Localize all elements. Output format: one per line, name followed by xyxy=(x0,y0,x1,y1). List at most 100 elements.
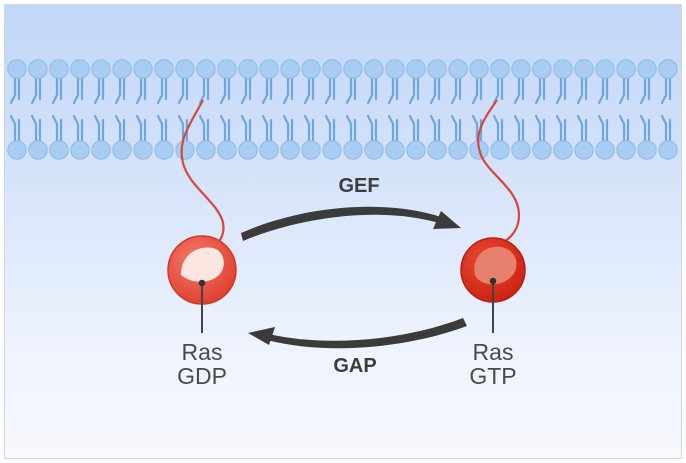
lipid-head xyxy=(637,59,657,79)
gef-arrow xyxy=(241,206,461,241)
lipid-tail xyxy=(114,114,122,144)
lipid-tail xyxy=(135,75,143,105)
lipid-head xyxy=(28,140,48,160)
lipid-head xyxy=(238,140,258,160)
lipid-tail xyxy=(324,75,332,105)
lipid-tail xyxy=(660,75,668,105)
lipid-head xyxy=(427,140,447,160)
ras-gtp-membrane-anchor xyxy=(477,99,521,248)
lipid-head xyxy=(385,140,405,160)
lipid-head xyxy=(406,140,426,160)
lipid-head xyxy=(553,140,573,160)
lipid-tail xyxy=(303,75,311,105)
diagram-svg xyxy=(7,59,678,349)
lipid-head xyxy=(364,59,384,79)
lipid-head xyxy=(301,59,321,79)
lipid-tail xyxy=(9,114,17,144)
lipid-head xyxy=(259,59,279,79)
lipid-tail xyxy=(471,75,479,105)
lipid-head xyxy=(490,59,510,79)
lipid-tail xyxy=(51,75,59,105)
lipid-head xyxy=(490,140,510,160)
lipid-head xyxy=(49,140,69,160)
lipid-tail xyxy=(219,114,227,144)
lipid-head xyxy=(196,59,216,79)
lipid-head xyxy=(322,140,342,160)
lipid-head xyxy=(238,59,258,79)
lipid-tail xyxy=(534,114,542,144)
lipid-head xyxy=(427,59,447,79)
lipid-heads-outer-leaflet xyxy=(7,59,678,79)
lipid-tail xyxy=(576,114,584,144)
lipid-tail xyxy=(429,75,437,105)
lipid-head xyxy=(91,140,111,160)
gap-label: GAP xyxy=(333,355,377,377)
lipid-tail xyxy=(9,75,17,105)
lipid-bilayer xyxy=(7,59,678,160)
lipid-tail xyxy=(72,75,80,105)
lipid-tail xyxy=(177,75,185,105)
lipid-tail xyxy=(114,75,122,105)
lipid-tail xyxy=(492,75,500,105)
lipid-tail xyxy=(93,114,101,144)
lipid-tail xyxy=(156,75,164,105)
lipid-head xyxy=(28,59,48,79)
lipid-tail xyxy=(30,75,38,105)
lipid-tail xyxy=(345,114,353,144)
lipid-head xyxy=(532,59,552,79)
lipid-head xyxy=(616,140,636,160)
lipid-tail xyxy=(513,114,521,144)
lipid-head xyxy=(217,59,237,79)
lipid-tail xyxy=(366,114,374,144)
lipid-head xyxy=(7,140,27,160)
lipid-tail xyxy=(450,114,458,144)
lipid-head xyxy=(658,59,678,79)
lipid-head xyxy=(364,140,384,160)
lipid-head xyxy=(343,59,363,79)
lipid-tail xyxy=(156,114,164,144)
lipid-tail xyxy=(345,75,353,105)
lipid-tail xyxy=(639,75,647,105)
lipid-tail xyxy=(597,75,605,105)
lipid-tail xyxy=(429,114,437,144)
gtp-binding-pocket xyxy=(474,246,517,285)
lipid-tail xyxy=(324,114,332,144)
lipid-head xyxy=(595,59,615,79)
lipid-tail xyxy=(492,114,500,144)
lipid-tail xyxy=(303,114,311,144)
lipid-tails-outer-leaflet xyxy=(9,75,672,105)
lipid-tail xyxy=(513,75,521,105)
lipid-tail xyxy=(639,114,647,144)
lipid-head xyxy=(448,140,468,160)
gdp-binding-pocket xyxy=(181,247,224,282)
lipid-head xyxy=(49,59,69,79)
lipid-head xyxy=(70,59,90,79)
lipid-head xyxy=(385,59,405,79)
lipid-tail xyxy=(135,114,143,144)
lipid-head xyxy=(259,140,279,160)
lipid-tail xyxy=(597,114,605,144)
lipid-head xyxy=(91,59,111,79)
lipid-head xyxy=(448,59,468,79)
lipid-head xyxy=(574,59,594,79)
lipid-tail xyxy=(240,75,248,105)
lipid-head xyxy=(469,59,489,79)
lipid-head xyxy=(637,140,657,160)
lipid-head xyxy=(406,59,426,79)
lipid-head xyxy=(658,140,678,160)
ras-gtp-nucleotide: GTP xyxy=(469,363,517,389)
lipid-head xyxy=(133,59,153,79)
lipid-tail xyxy=(261,114,269,144)
lipid-tail xyxy=(366,75,374,105)
lipid-head xyxy=(196,140,216,160)
ras-gdp-protein xyxy=(167,235,237,333)
lipid-head xyxy=(7,59,27,79)
lipid-tail xyxy=(219,75,227,105)
lipid-tail xyxy=(576,75,584,105)
lipid-head xyxy=(511,140,531,160)
lipid-head xyxy=(301,140,321,160)
lipid-tail xyxy=(72,114,80,144)
lipid-tail xyxy=(198,114,206,144)
lipid-head xyxy=(511,59,531,79)
lipid-tail xyxy=(282,75,290,105)
